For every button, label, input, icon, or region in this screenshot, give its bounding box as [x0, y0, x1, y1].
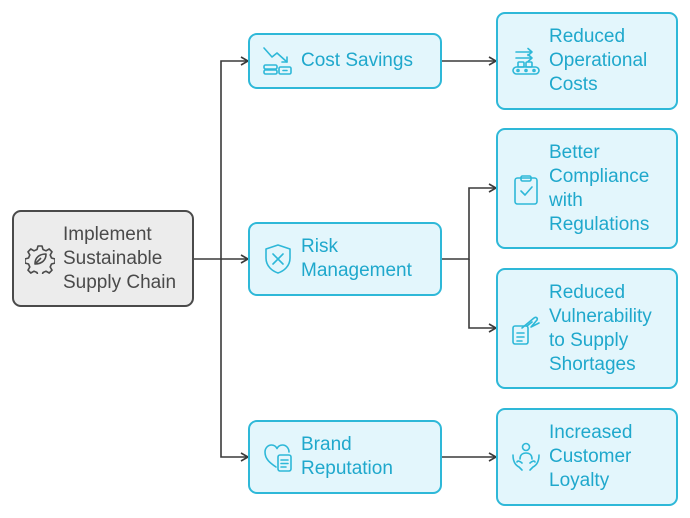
branch-label: Cost Savings	[301, 50, 413, 71]
branch-risk-management: Risk Management	[248, 222, 442, 296]
branch-brand-reputation: Brand Reputation	[248, 420, 442, 494]
connector-risk-to-vulnerability	[468, 259, 498, 333]
outcome-label: Better Compliance with Regulations	[549, 141, 650, 235]
heart-document-icon	[261, 441, 295, 473]
coins-down-trend-icon	[261, 45, 295, 77]
outcome-label: Reduced Operational Costs	[549, 26, 648, 95]
connector-risk-to-compliance	[441, 183, 498, 260]
connector-root-to-brand-reputation	[220, 259, 250, 462]
outcome-reduced-vulnerability: Reduced Vulnerability to Supply Shortage…	[496, 268, 678, 389]
person-hands-icon	[509, 441, 543, 473]
branch-label: Risk Management	[301, 236, 412, 281]
clipboard-check-icon	[509, 174, 543, 206]
gear-leaf-icon	[25, 244, 55, 274]
conveyor-belt-icon	[509, 45, 543, 77]
outcome-label: Increased Customer Loyalty	[549, 422, 633, 491]
outcome-better-compliance: Better Compliance with Regulations	[496, 128, 678, 249]
hand-document-icon	[509, 314, 543, 346]
shield-x-icon	[261, 243, 295, 275]
branch-cost-savings: Cost Savings	[248, 33, 442, 89]
branch-label: Brand Reputation	[301, 434, 393, 479]
outcome-reduced-operational-costs: Reduced Operational Costs	[496, 12, 678, 110]
root-node: Implement Sustainable Supply Chain	[12, 210, 194, 307]
connector-root-to-cost-savings	[193, 56, 250, 260]
root-label: Implement Sustainable Supply Chain	[63, 223, 177, 293]
outcome-label: Reduced Vulnerability to Supply Shortage…	[549, 281, 652, 375]
outcome-increased-customer-loyalty: Increased Customer Loyalty	[496, 408, 678, 506]
